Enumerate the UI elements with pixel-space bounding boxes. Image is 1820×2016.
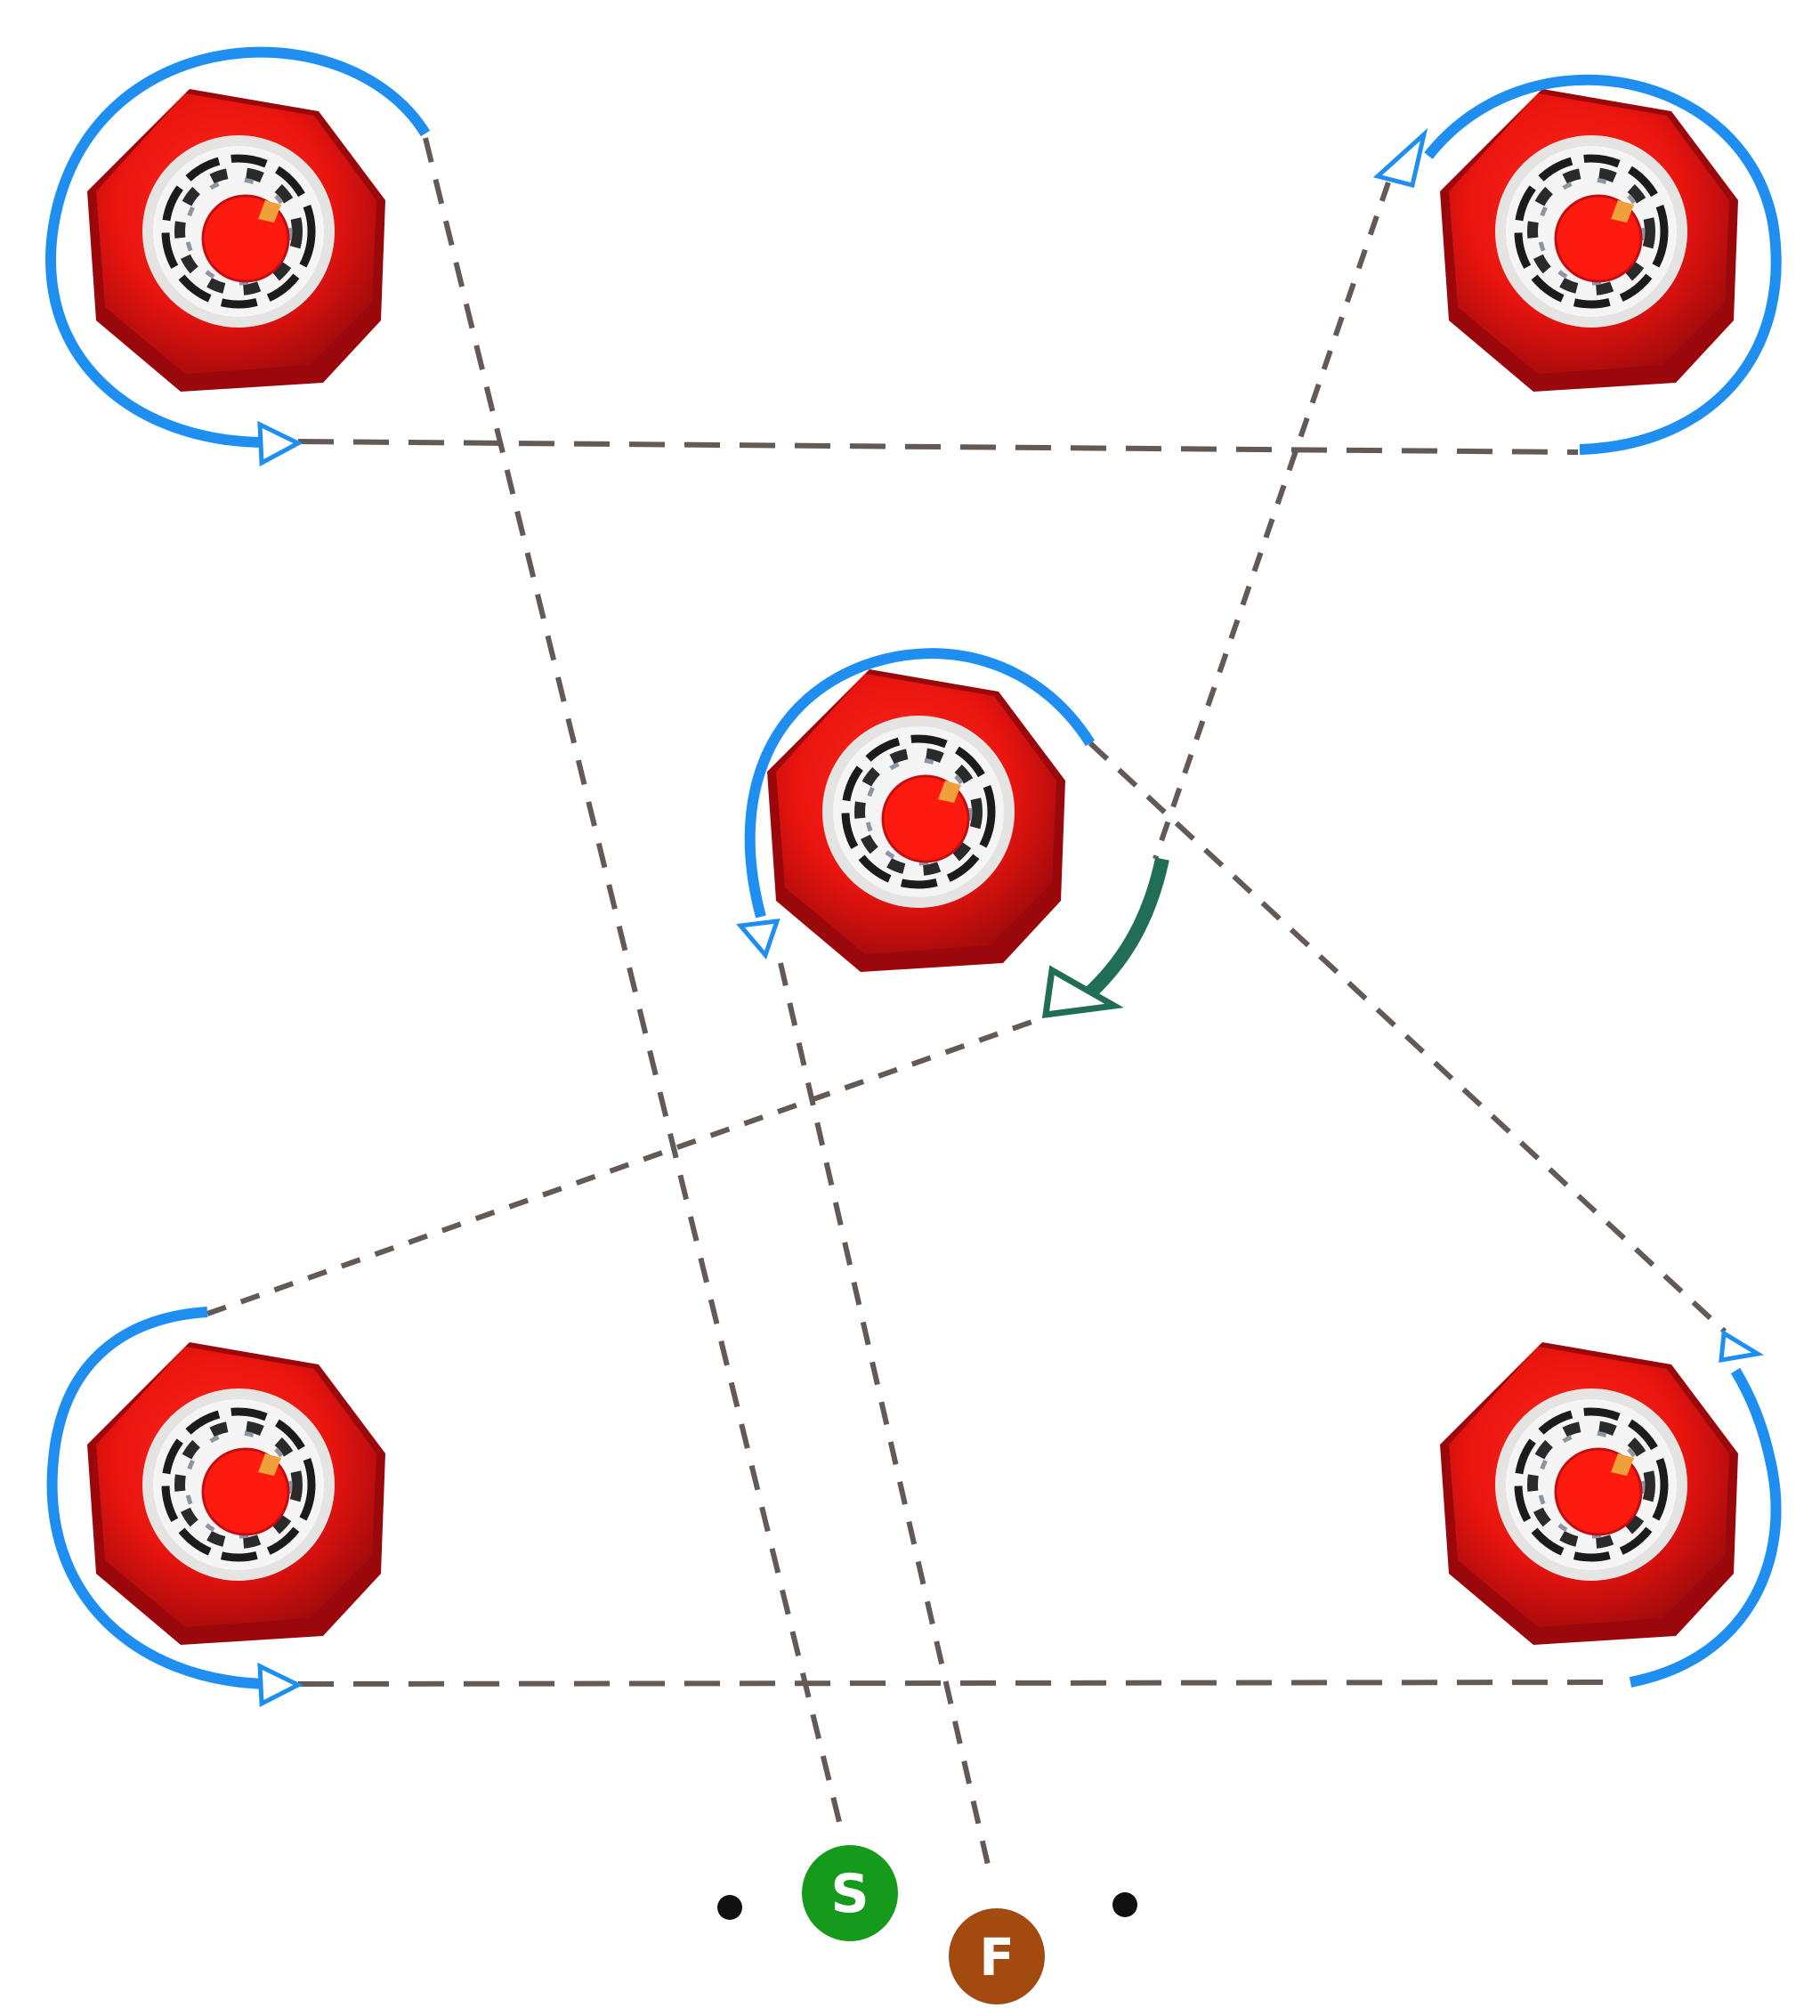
finish-label: F	[979, 1927, 1015, 1988]
loop-arrow-center	[744, 648, 1096, 919]
transition-arrowhead	[1041, 965, 1124, 1019]
loop-arrow-bottom-left	[46, 1307, 268, 1689]
cone-bottom-right	[1440, 1342, 1738, 1645]
loop-arrow-top-right	[1424, 74, 1782, 455]
path-top-left-to-start	[423, 137, 844, 1830]
arrowhead-center	[736, 919, 781, 959]
arrowhead-top-right	[1372, 127, 1428, 189]
path-bottom-row	[297, 1680, 1610, 1687]
gate-dot-left	[717, 1895, 742, 1920]
transition-arrow	[1082, 857, 1169, 1000]
arrowhead-bottom-right	[1719, 1329, 1765, 1364]
start-marker: S	[802, 1845, 898, 1941]
start-label: S	[830, 1863, 869, 1925]
cone-bottom-left	[87, 1342, 385, 1645]
arrowhead-top-left	[257, 420, 303, 467]
arrowhead-bottom-left	[257, 1662, 303, 1707]
loop-arrow-bottom-right	[1629, 1367, 1782, 1688]
cone-top-left	[87, 89, 385, 392]
path-center-to-finish	[778, 962, 991, 1866]
path-bottom-left-diagonal	[206, 1016, 1041, 1316]
path-center-to-bottom-right	[1088, 741, 1727, 1334]
path-top-right-diagonal	[1153, 182, 1391, 860]
cone-top-right	[1440, 89, 1738, 392]
cone-center	[767, 669, 1065, 972]
loop-arrow-top-left	[44, 46, 431, 448]
gate-dot-right	[1112, 1892, 1137, 1917]
finish-marker: F	[949, 1908, 1045, 2004]
path-top-row	[297, 439, 1579, 455]
